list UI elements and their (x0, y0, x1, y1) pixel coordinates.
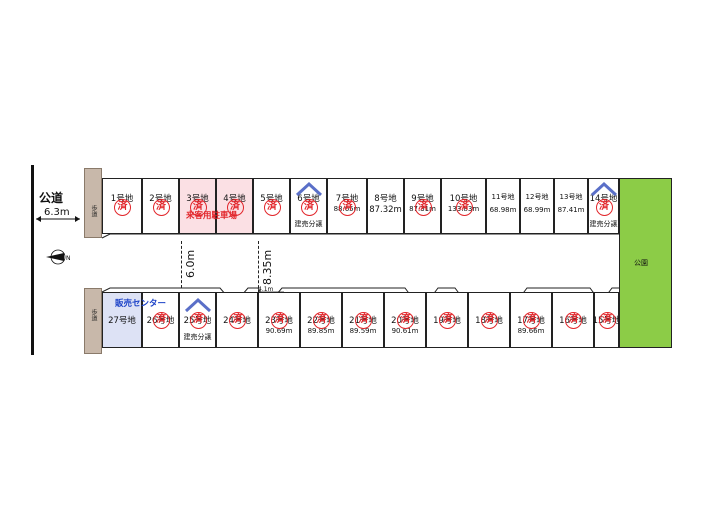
dim-line-road-inner (181, 241, 182, 288)
sidewalk-bottom-label: 歩道 (90, 309, 97, 321)
north-arrow-icon (46, 249, 66, 265)
sold-stamp: 済 (339, 199, 356, 216)
dim-road-inner: 6.0m (184, 249, 197, 278)
lot-area: 89.59m (349, 327, 377, 335)
road-width: 6.3m (44, 207, 70, 218)
sidewalk-top-label: 歩道 (90, 205, 97, 217)
sold-stamp: 済 (595, 199, 613, 216)
lot-bottom-1 (102, 292, 142, 348)
for-sale-tag: 建売分譲 (183, 333, 212, 341)
sold-stamp: 済 (397, 312, 414, 329)
sold-stamp: 済 (300, 199, 318, 216)
house-icon (184, 297, 211, 313)
sold-stamp: 済 (523, 312, 540, 329)
sold-stamp: 済 (152, 199, 170, 216)
lot-area: 89.66m (517, 327, 545, 335)
sold-stamp: 済 (355, 312, 372, 329)
lot-top-11 (486, 178, 520, 234)
lot-label: 27号地 (108, 316, 136, 326)
lot-label: 13号地 (559, 193, 583, 201)
lot-label: 12号地 (525, 193, 549, 201)
sold-stamp: 済 (439, 312, 456, 329)
lot-area: 89.85m (307, 327, 335, 335)
road-width-arrow (36, 216, 80, 222)
dim-notch: 4.1m (258, 286, 274, 293)
for-sale-tag: 建売分譲 (294, 220, 323, 228)
north-label: N (66, 255, 71, 262)
sold-stamp: 済 (226, 199, 244, 216)
sold-stamp: 済 (152, 312, 170, 329)
sold-stamp: 済 (189, 312, 207, 329)
sales-center-label: 販売センター (115, 299, 167, 309)
sidewalk-top: 歩道 (84, 168, 102, 238)
lot-label: 8号地 (374, 194, 397, 204)
lot-area: 87.32m (369, 205, 402, 215)
lot-area: 90.61m (391, 327, 419, 335)
sold-stamp: 済 (229, 312, 246, 329)
sold-stamp: 済 (189, 199, 207, 216)
sold-stamp: 済 (565, 312, 582, 329)
sold-stamp: 済 (114, 199, 131, 216)
sidewalk-bottom: 歩道 (84, 288, 102, 354)
house-icon (590, 181, 617, 197)
sold-stamp: 済 (598, 312, 616, 329)
for-sale-tag: 建売分譲 (589, 220, 618, 228)
lot-top-12 (520, 178, 554, 234)
dim-line-road-outer (258, 241, 259, 293)
road-title: 公道 (39, 191, 64, 205)
sold-stamp: 済 (271, 312, 288, 329)
lot-bottom-8 (384, 292, 426, 348)
park-label: 公園 (634, 259, 648, 267)
house-icon (295, 181, 322, 197)
sold-stamp: 済 (313, 312, 330, 329)
sold-stamp: 済 (414, 199, 432, 216)
lot-top-8 (367, 178, 404, 234)
lot-area: 87.41m (557, 206, 585, 214)
lot-area: 68.98m (489, 206, 517, 214)
dim-road-outer: 8.35m (261, 249, 274, 285)
lot-top-13 (554, 178, 588, 234)
sold-stamp: 済 (481, 312, 498, 329)
public-road-line (31, 165, 34, 355)
lot-area: 90.69m (265, 327, 293, 335)
visitor-parking-label: 来客用駐車場 (186, 211, 238, 221)
lot-bottom-11 (510, 292, 552, 348)
lot-area: 68.99m (523, 206, 551, 214)
lot-label: 11号地 (491, 193, 515, 201)
sold-stamp: 済 (455, 199, 473, 216)
park (619, 178, 672, 348)
sold-stamp: 済 (263, 199, 281, 216)
